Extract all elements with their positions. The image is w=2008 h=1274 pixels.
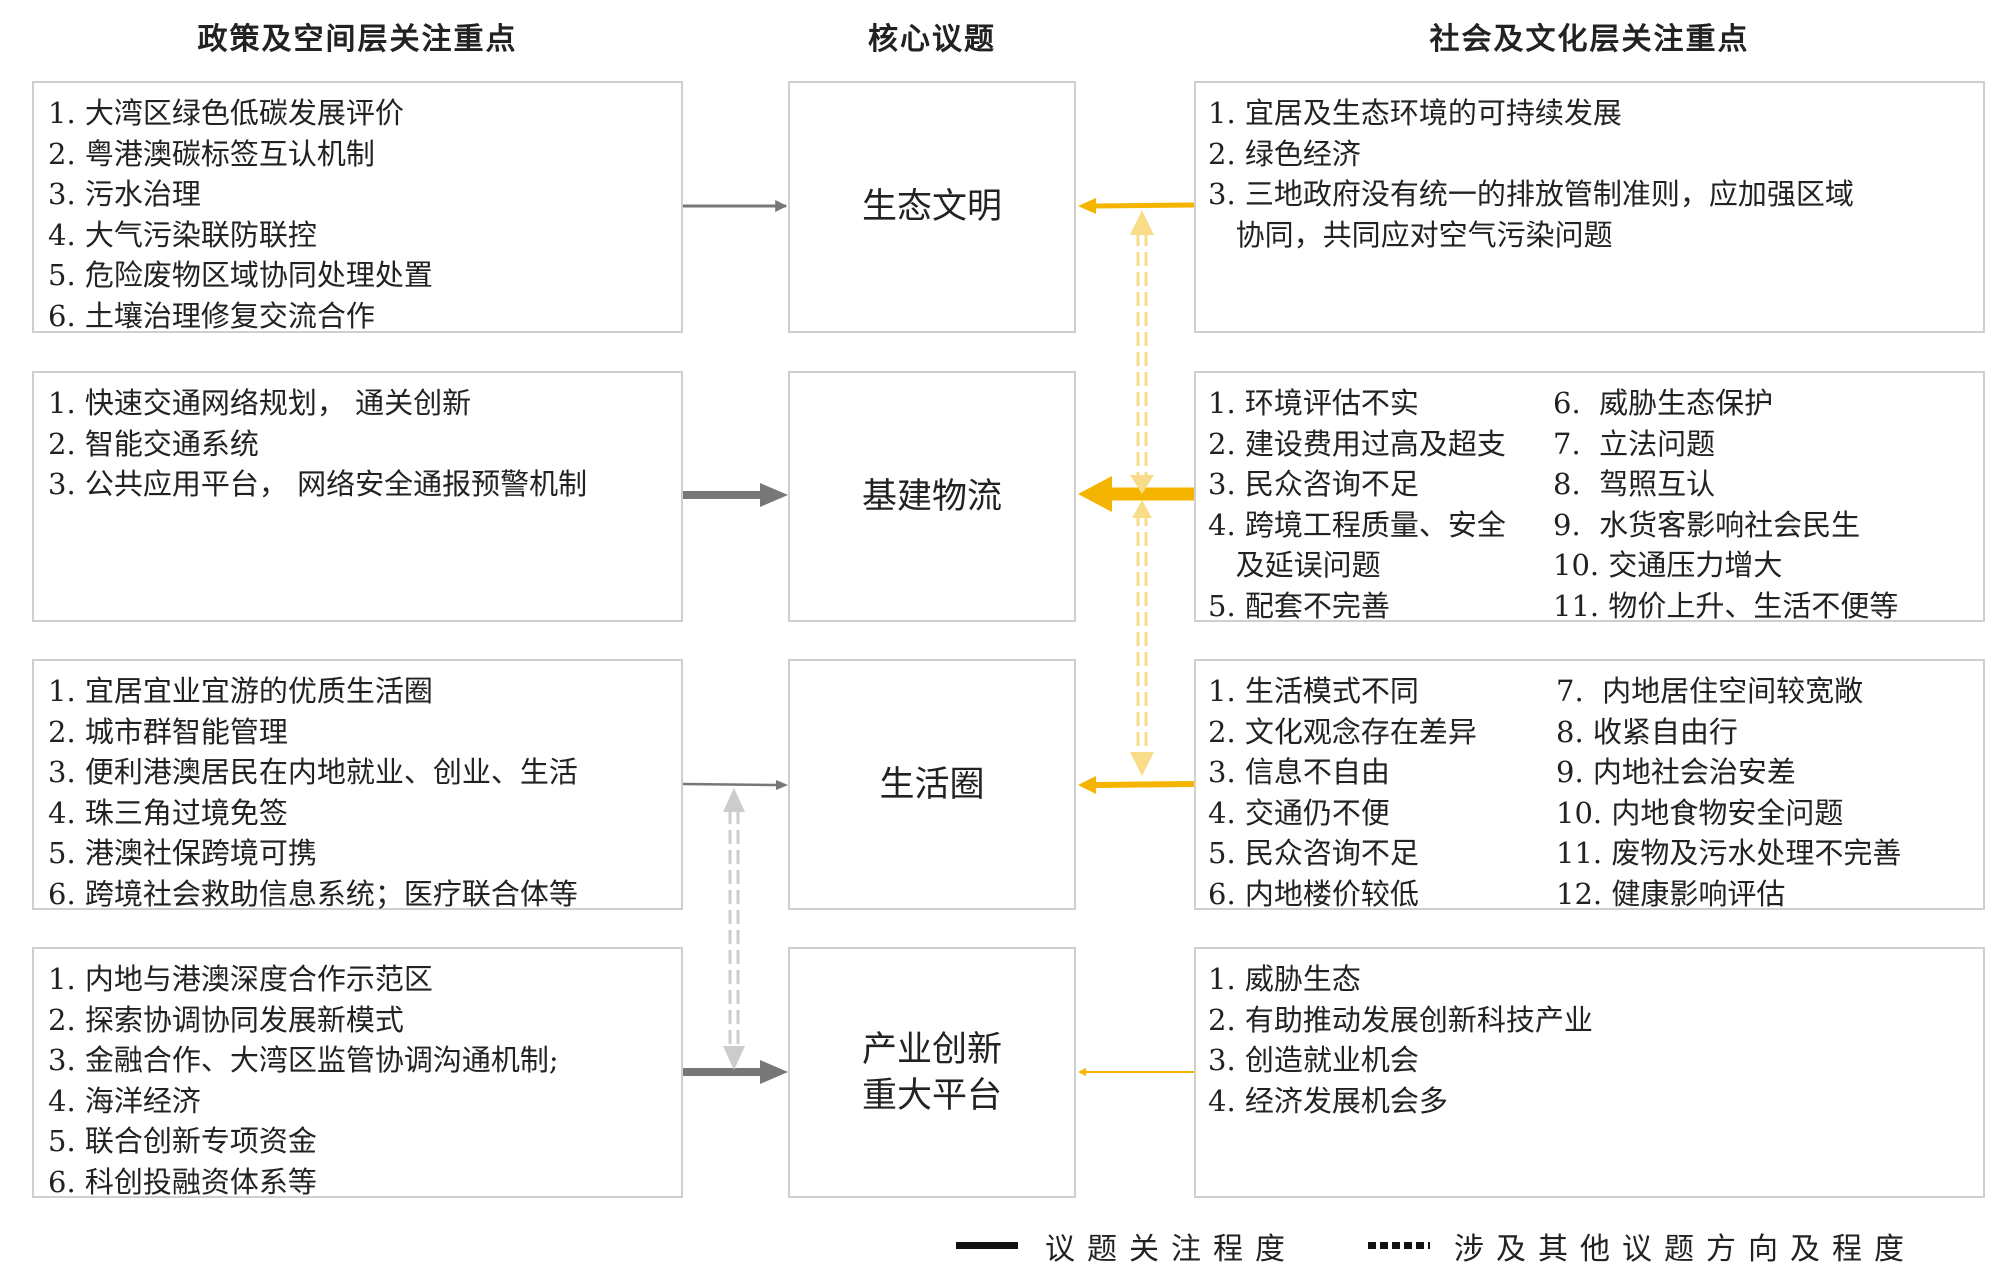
social-box-ecology: 1. 宜居及生态环境的可持续发展 2. 绿色经济 3. 三地政府没有统一的排放管制准… [1194, 81, 1985, 333]
social-item: 1. 宜居及生态环境的可持续发展 [1208, 96, 1622, 130]
policy-item: 2. 智能交通系统 [48, 426, 259, 461]
social-item: 9. 水货客影响社会民生 [1553, 507, 1861, 542]
social-item: 12. 健康影响评估 [1556, 876, 1786, 911]
policy-item: 5. 港澳社保跨境可携 [48, 836, 317, 870]
policy-item: 4. 大气污染联防联控 [48, 217, 317, 252]
social-item: 3. 民众咨询不足 [1208, 467, 1419, 501]
policy-list: 1. 内地与港澳深度合作示范区 2. 探索协调协同发展新模式 3. 金融合作、大湾区… [48, 959, 559, 1202]
policy-box-living-circle: 1. 宜居宜业宜游的优质生活圈 2. 城市群智能管理 3. 便利港澳居民在内地就业、… [32, 659, 683, 911]
core-topic-label: 基建物流 [861, 476, 1002, 517]
social-list: 1. 环境评估不实 2. 建设费用过高及超支 3. 民众咨询不足 4. 跨境工程质量、… [1208, 383, 1506, 626]
core-topic-label: 生态文明 [861, 187, 1002, 227]
policy-list: 1. 大湾区绿色低碳发展评价 2. 粤港澳碳标签互认机制 3. 污水治理 4. 大气污… [48, 93, 433, 336]
social-item: 1. 环境评估不实 [1208, 386, 1419, 420]
social-arrow-industry [1078, 1068, 1194, 1076]
social-item: 4. 交通仍不便 [1208, 795, 1390, 830]
social-item: 4. 经济发展机会多 [1208, 1083, 1448, 1118]
policy-item: 3. 公共应用平台， 网络安全通报预警机制 [48, 467, 588, 501]
social-item: 3. 信息不自由 [1208, 755, 1390, 789]
policy-item: 2. 城市群智能管理 [48, 714, 288, 749]
social-item: 3. 三地政府没有统一的排放管制准则，应加强区域 [1208, 177, 1854, 211]
social-item: 6. 内地楼价较低 [1208, 876, 1419, 911]
social-item: 7. 立法问题 [1553, 426, 1716, 461]
policy-item: 1. 宜居宜业宜游的优质生活圈 [48, 674, 433, 708]
policy-item: 6. 土壤治理修复交流合作 [48, 298, 375, 333]
policy-item: 4. 海洋经济 [48, 1083, 201, 1118]
policy-item: 5. 危险废物区域协同处理处置 [48, 258, 433, 292]
header-policy: 政策及空间层关注重点 [197, 22, 518, 57]
policy-item: 3. 便利港澳居民在内地就业、创业、生活 [48, 755, 578, 789]
social-box-industry: 1. 威胁生态 2. 有助推动发展创新科技产业 3. 创造就业机会 4. 经济发展机会… [1194, 947, 1985, 1198]
social-item: 及延误问题 [1208, 548, 1381, 582]
legend-solid-line [956, 1242, 1018, 1249]
social-item: 10. 交通压力增大 [1553, 548, 1783, 582]
social-item: 协同，共同应对空气污染问题 [1208, 217, 1613, 252]
social-box-infrastructure: 1. 环境评估不实 2. 建设费用过高及超支 3. 民众咨询不足 4. 跨境工程质量、… [1194, 371, 1985, 623]
core-topic-industry: 产业创新 重大平台 [788, 947, 1076, 1198]
social-item: 2. 有助推动发展创新科技产业 [1208, 1002, 1593, 1037]
social-item: 4. 跨境工程质量、安全 [1208, 507, 1506, 542]
social-box-living-circle: 1. 生活模式不同 2. 文化观念存在差异 3. 信息不自由 4. 交通仍不便 5. 民… [1194, 659, 1985, 911]
policy-item: 6. 跨境社会救助信息系统；医疗联合体等 [48, 876, 578, 911]
policy-list: 1. 宜居宜业宜游的优质生活圈 2. 城市群智能管理 3. 便利港澳居民在内地就业、… [48, 671, 578, 914]
social-list: 1. 生活模式不同 2. 文化观念存在差异 3. 信息不自由 4. 交通仍不便 5. 民… [1208, 671, 1477, 914]
core-topic-infrastructure: 基建物流 [788, 371, 1076, 622]
social-item: 10. 内地食物安全问题 [1556, 795, 1844, 830]
social-item: 3. 创造就业机会 [1208, 1043, 1419, 1077]
policy-item: 5. 联合创新专项资金 [48, 1124, 317, 1158]
legend-dashed-label: 涉及其他议题方向及程度 [1454, 1232, 1916, 1267]
social-item: 2. 文化观念存在差异 [1208, 714, 1477, 749]
policy-item: 1. 大湾区绿色低碳发展评价 [48, 96, 404, 130]
policy-item: 1. 快速交通网络规划， 通关创新 [48, 386, 472, 420]
social-item: 2. 绿色经济 [1208, 136, 1361, 171]
header-social: 社会及文化层关注重点 [1429, 22, 1750, 57]
policy-item: 2. 探索协调协同发展新模式 [48, 1002, 404, 1037]
core-topic-label: 生活圈 [879, 764, 985, 805]
core-topic-living-circle: 生活圈 [788, 659, 1076, 910]
social-arrow-living-circle [1078, 776, 1195, 794]
policy-arrow-industry [683, 1060, 788, 1084]
policy-arrow-living-circle [682, 780, 788, 790]
header-core: 核心议题 [868, 22, 996, 57]
social-arrow-ecology [1078, 198, 1195, 214]
social-item: 9. 内地社会治安差 [1556, 755, 1796, 789]
social-list: 6. 威胁生态保护 7. 立法问题 8. 驾照互认 9. 水货客影响社会民生 10. 交… [1553, 383, 1898, 626]
core-topic-ecology: 生态文明 [788, 81, 1076, 333]
policy-box-industry: 1. 内地与港澳深度合作示范区 2. 探索协调协同发展新模式 3. 金融合作、大湾区… [32, 947, 683, 1199]
social-item: 1. 生活模式不同 [1208, 674, 1419, 708]
policy-dashed-arrow [728, 810, 740, 1048]
social-item: 5. 民众咨询不足 [1208, 836, 1419, 870]
policy-item: 4. 珠三角过境免签 [48, 795, 288, 830]
social-item: 6. 威胁生态保护 [1553, 386, 1774, 420]
policy-box-ecology: 1. 大湾区绿色低碳发展评价 2. 粤港澳碳标签互认机制 3. 污水治理 4. 大气污… [32, 81, 683, 333]
core-topic-label: 产业创新 重大平台 [861, 1029, 1002, 1116]
social-item: 2. 建设费用过高及超支 [1208, 426, 1506, 461]
social-list: 1. 威胁生态 2. 有助推动发展创新科技产业 3. 创造就业机会 4. 经济发展机会… [1208, 959, 1593, 1121]
social-list: 1. 宜居及生态环境的可持续发展 2. 绿色经济 3. 三地政府没有统一的排放管制准… [1208, 93, 1854, 255]
social-item: 8. 收紧自由行 [1556, 714, 1738, 749]
policy-item: 3. 污水治理 [48, 177, 201, 211]
social-item: 11. 物价上升、生活不便等 [1553, 588, 1899, 623]
social-item: 7. 内地居住空间较宽敞 [1556, 674, 1864, 708]
policy-arrow-infrastructure [683, 483, 788, 507]
social-item: 1. 威胁生态 [1208, 962, 1361, 996]
legend-solid-label: 议题关注程度 [1045, 1232, 1297, 1267]
social-item: 11. 废物及污水处理不完善 [1556, 836, 1902, 870]
legend-dashed-line [1368, 1242, 1430, 1249]
policy-item: 2. 粤港澳碳标签互认机制 [48, 136, 375, 171]
social-list: 7. 内地居住空间较宽敞 8. 收紧自由行 9. 内地社会治安差 10. 内地食物安全… [1556, 671, 1901, 914]
social-arrow-infrastructure [1078, 476, 1194, 512]
policy-list: 1. 快速交通网络规划， 通关创新 2. 智能交通系统 3. 公共应用平台， 网络安… [48, 383, 587, 505]
social-item: 8. 驾照互认 [1553, 467, 1716, 501]
social-dashed-arrow [1136, 232, 1148, 752]
policy-item: 3. 金融合作、大湾区监管协调沟通机制; [48, 1043, 559, 1077]
social-item: 5. 配套不完善 [1208, 588, 1390, 623]
policy-box-infrastructure: 1. 快速交通网络规划， 通关创新 2. 智能交通系统 3. 公共应用平台， 网络安… [32, 371, 683, 622]
policy-item: 6. 科创投融资体系等 [48, 1164, 317, 1199]
policy-item: 1. 内地与港澳深度合作示范区 [48, 962, 433, 996]
